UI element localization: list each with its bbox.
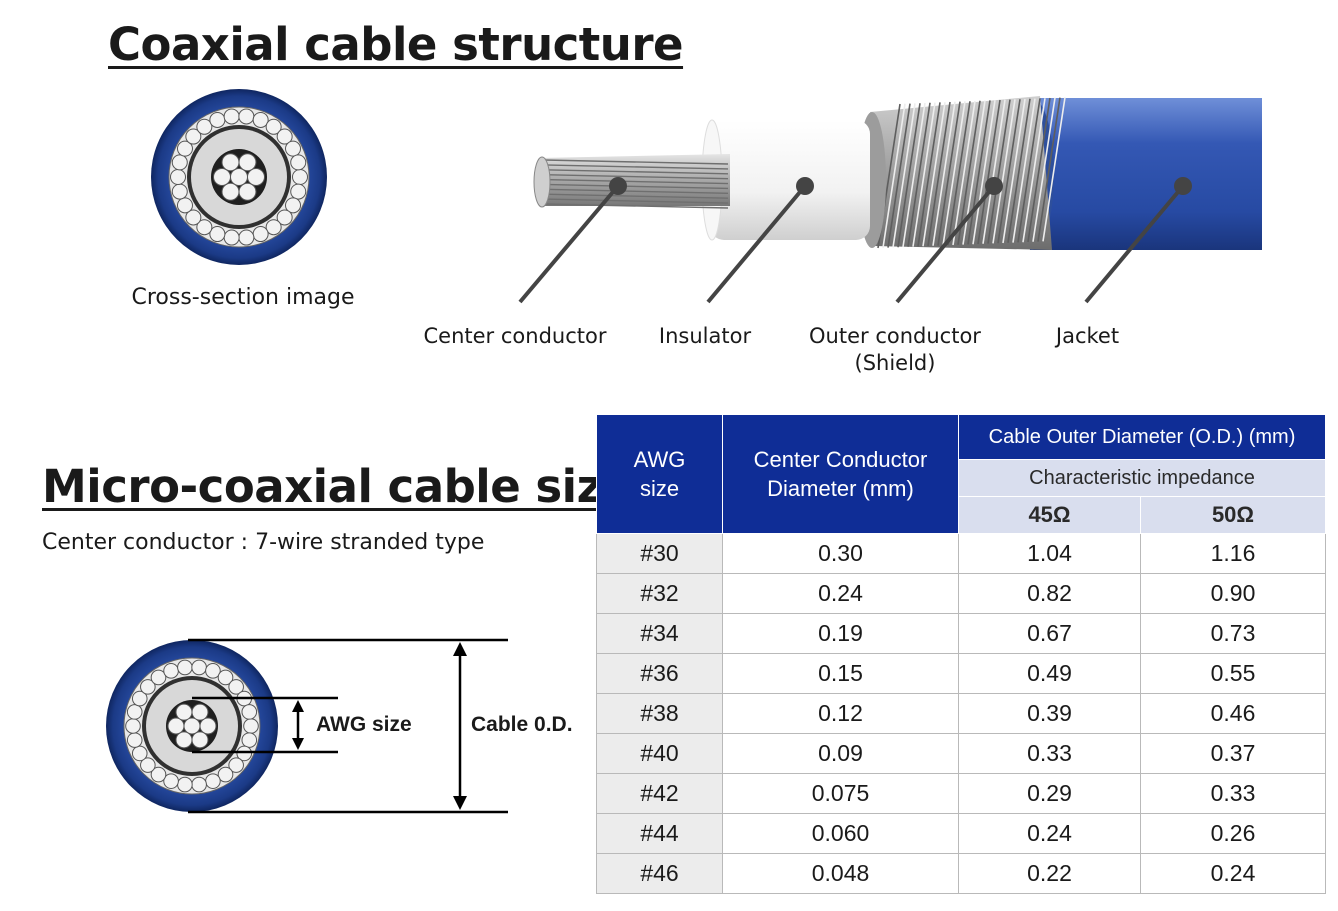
cell-od45: 1.04 <box>958 533 1141 574</box>
cable-illustration <box>518 96 1262 304</box>
header-characteristic-impedance: Characteristic impedance <box>958 459 1326 497</box>
label-insulator: Insulator <box>658 324 752 348</box>
label-outer-conductor: Outer conductor (Shield) <box>795 323 995 377</box>
cell-od50: 0.55 <box>1140 653 1326 694</box>
dimension-lines <box>188 638 508 814</box>
leader-lines <box>518 177 1192 304</box>
cell-ccd: 0.12 <box>722 693 959 734</box>
cell-ccd: 0.15 <box>722 653 959 694</box>
cell-od50: 0.26 <box>1140 813 1326 854</box>
cable-od-label: Cable 0.D. <box>471 713 573 736</box>
header-50-ohm: 50Ω <box>1140 496 1326 534</box>
cell-od45: 0.33 <box>958 733 1141 774</box>
cell-awg: #34 <box>596 613 723 654</box>
cell-ccd: 0.19 <box>722 613 959 654</box>
label-outer-conductor-text: Outer conductor <box>809 324 981 348</box>
cell-od50: 1.16 <box>1140 533 1326 574</box>
cell-ccd: 0.09 <box>722 733 959 774</box>
cell-ccd: 0.075 <box>722 773 959 814</box>
cell-od50: 0.46 <box>1140 693 1326 734</box>
cell-awg: #36 <box>596 653 723 694</box>
cell-awg: #42 <box>596 773 723 814</box>
label-jacket: Jacket <box>1055 324 1120 348</box>
cell-od45: 0.82 <box>958 573 1141 614</box>
cell-od45: 0.67 <box>958 613 1141 654</box>
center-conductor-wires <box>213 153 265 201</box>
header-cable-od: Cable Outer Diameter (O.D.) (mm) <box>958 414 1326 460</box>
shield-wires <box>170 108 308 246</box>
header-45-ohm: 45Ω <box>958 496 1141 534</box>
cell-awg: #40 <box>596 733 723 774</box>
cross-section-caption: Cross-section image <box>131 285 355 310</box>
cell-awg: #46 <box>596 853 723 894</box>
cell-od45: 0.39 <box>958 693 1141 734</box>
outer-conductor-shield <box>858 96 1066 250</box>
cell-od45: 0.29 <box>958 773 1141 814</box>
cell-ccd: 0.24 <box>722 573 959 614</box>
size-title: Micro-coaxial cable size <box>42 460 633 513</box>
cell-ccd: 0.048 <box>722 853 959 894</box>
cell-awg: #30 <box>596 533 723 574</box>
size-subtitle: Center conductor : 7-wire stranded type <box>42 530 485 555</box>
cell-od50: 0.37 <box>1140 733 1326 774</box>
cell-ccd: 0.060 <box>722 813 959 854</box>
structure-title: Coaxial cable structure <box>108 18 684 71</box>
cell-awg: #32 <box>596 573 723 614</box>
cell-ccd: 0.30 <box>722 533 959 574</box>
size-diagram <box>106 638 508 814</box>
cross-section-image <box>151 89 327 265</box>
cell-awg: #44 <box>596 813 723 854</box>
cell-od50: 0.24 <box>1140 853 1326 894</box>
cell-od45: 0.24 <box>958 813 1141 854</box>
label-outer-conductor-note: (Shield) <box>854 351 936 375</box>
center-conductor <box>533 154 730 209</box>
label-center-conductor: Center conductor <box>423 324 607 348</box>
cell-od50: 0.90 <box>1140 573 1326 614</box>
cell-od50: 0.33 <box>1140 773 1326 814</box>
cell-od45: 0.49 <box>958 653 1141 694</box>
cell-awg: #38 <box>596 693 723 734</box>
awg-size-label: AWG size <box>316 713 412 736</box>
cell-od45: 0.22 <box>958 853 1141 894</box>
cell-od50: 0.73 <box>1140 613 1326 654</box>
